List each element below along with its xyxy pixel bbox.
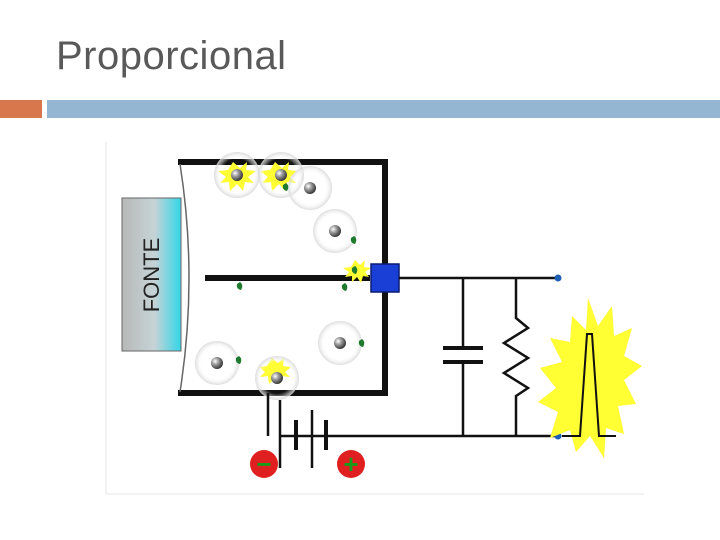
title-rule	[47, 100, 720, 118]
positive-ion	[329, 225, 341, 237]
positive-ion	[334, 337, 346, 349]
positive-ion	[231, 169, 243, 181]
accent-block	[0, 100, 42, 118]
chamber-window	[179, 163, 190, 393]
output-pulse	[538, 298, 642, 458]
pulse-waveform	[562, 333, 616, 437]
plus-badge	[337, 450, 365, 478]
minus-badge	[250, 450, 278, 478]
battery-plus-terminal: +	[337, 449, 365, 479]
source-label: FONTE	[139, 238, 164, 313]
electron	[282, 183, 289, 191]
electron	[358, 339, 365, 347]
resistor	[501, 278, 531, 436]
electron	[235, 356, 242, 364]
output-circuit	[280, 276, 558, 438]
circuit-svg: FONTE	[105, 142, 644, 495]
positive-ion	[271, 372, 283, 384]
slide-title: Proporcional	[56, 34, 287, 78]
minus-sign: −	[256, 449, 271, 479]
electron	[341, 283, 348, 291]
positive-ion	[211, 357, 223, 369]
proportional-counter-diagram: FONTE	[100, 138, 650, 500]
electron	[351, 266, 358, 274]
electron	[236, 282, 243, 290]
source-block	[121, 197, 182, 352]
battery-minus-terminal: −	[250, 449, 278, 479]
feedthrough-junction	[370, 263, 400, 293]
positive-ion	[304, 182, 316, 194]
battery	[266, 393, 328, 468]
plus-sign: +	[343, 449, 358, 479]
positive-ion	[275, 169, 287, 181]
radiation-source: FONTE	[121, 197, 182, 352]
electron	[350, 236, 357, 244]
ion-pairs	[195, 152, 365, 400]
output-terminal-top	[554, 274, 562, 282]
pulse-burst	[538, 298, 642, 458]
